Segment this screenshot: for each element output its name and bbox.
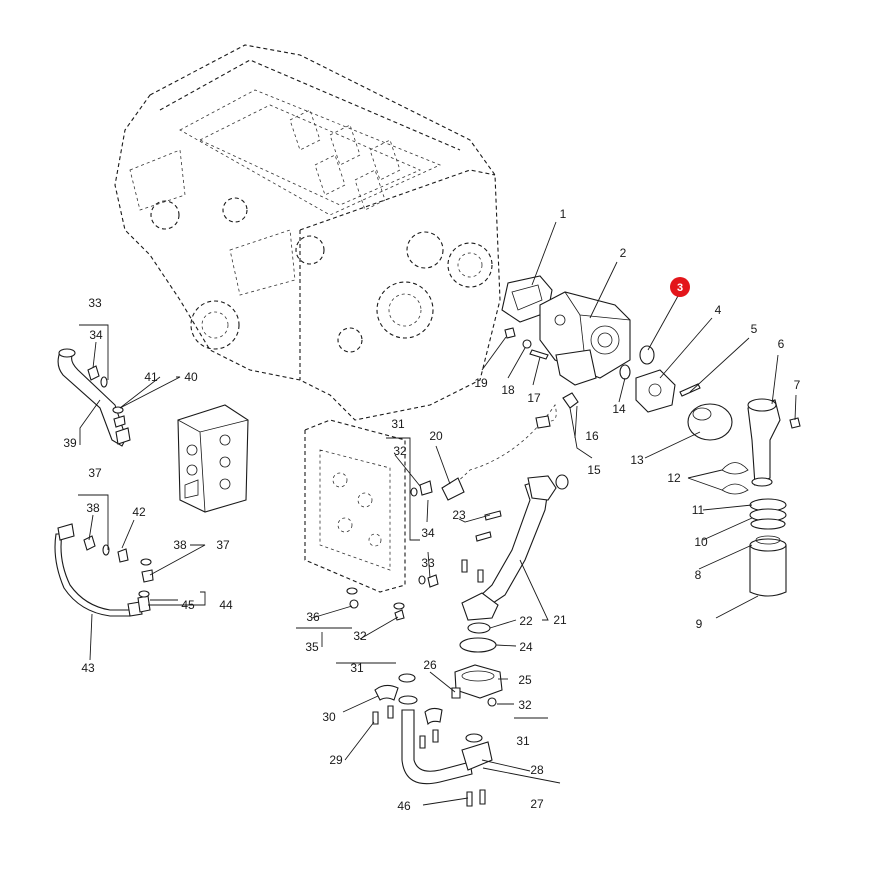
highlight-marker-label: 3	[677, 282, 683, 294]
callout-28[interactable]: 28	[530, 763, 544, 777]
callout-26[interactable]: 26	[423, 658, 437, 672]
callout-43[interactable]: 43	[81, 661, 95, 675]
callout-27[interactable]: 27	[530, 797, 544, 811]
callout-29[interactable]: 29	[329, 753, 343, 767]
callout-35[interactable]: 35	[305, 640, 319, 654]
callout-30[interactable]: 30	[322, 710, 336, 724]
pressure-pipe-21	[461, 474, 569, 621]
highlighted-part-badge[interactable]: 3	[670, 277, 690, 297]
callout-32-top[interactable]: 32	[393, 444, 407, 458]
callout-6[interactable]: 6	[778, 337, 785, 351]
callout-11[interactable]: 11	[692, 503, 705, 517]
callout-46[interactable]: 46	[397, 799, 411, 813]
callout-24[interactable]: 24	[519, 640, 533, 654]
callout-13[interactable]: 13	[630, 453, 644, 467]
leader-lines	[78, 221, 797, 806]
callout-42[interactable]: 42	[132, 505, 146, 519]
callout-44[interactable]: 44	[219, 598, 233, 612]
callout-31-bottom[interactable]: 31	[350, 661, 364, 675]
callout-41[interactable]: 41	[144, 370, 158, 384]
callout-5[interactable]: 5	[751, 322, 758, 336]
clamp-bolts	[372, 705, 486, 807]
callout-34-left[interactable]: 34	[89, 328, 103, 342]
fitting-20	[441, 477, 465, 501]
callout-17[interactable]: 17	[527, 391, 541, 405]
callout-31-top[interactable]: 31	[391, 417, 405, 431]
lower-seals	[459, 622, 497, 653]
seal-rings	[721, 462, 787, 530]
lubrication-pipe-39	[57, 348, 131, 447]
callout-15[interactable]: 15	[587, 463, 601, 477]
hydraulic-pump	[539, 291, 631, 386]
callout-38-left[interactable]: 38	[86, 501, 100, 515]
callout-22[interactable]: 22	[519, 614, 533, 628]
callout-36[interactable]: 36	[306, 610, 320, 624]
callout-37-right[interactable]: 37	[216, 538, 230, 552]
callout-39[interactable]: 39	[63, 436, 77, 450]
transmission-housing	[114, 44, 501, 421]
callout-18[interactable]: 18	[501, 383, 515, 397]
pump-flange	[635, 369, 701, 413]
callout-21[interactable]: 21	[553, 613, 567, 627]
hose-43	[54, 523, 154, 617]
callout-25[interactable]: 25	[518, 673, 532, 687]
callout-31-right[interactable]: 31	[516, 734, 530, 748]
callout-33-centre[interactable]: 33	[421, 556, 435, 570]
valve-cover-plate	[304, 419, 406, 593]
callout-1[interactable]: 1	[560, 207, 567, 221]
callout-labels: 1 2 4 5 6 7 8 9 10 11 12 13 14 15 16 17 …	[63, 207, 800, 813]
pipe-bolts	[461, 510, 502, 583]
filter-bowl	[687, 403, 733, 441]
callout-14[interactable]: 14	[612, 402, 626, 416]
callout-7[interactable]: 7	[794, 378, 801, 392]
callout-10[interactable]: 10	[694, 535, 708, 549]
suction-tube-27	[398, 673, 493, 785]
pump-small-parts	[504, 327, 655, 409]
highlight-marker-circle[interactable]	[670, 277, 690, 297]
callout-23[interactable]: 23	[452, 508, 466, 522]
callout-40[interactable]: 40	[184, 370, 198, 384]
clamp-halves	[374, 684, 443, 726]
plugs-left-cover	[346, 480, 439, 621]
callout-45[interactable]: 45	[181, 598, 195, 612]
callout-4[interactable]: 4	[715, 303, 722, 317]
suction-elbow	[747, 398, 801, 487]
filter-cartridge	[749, 535, 787, 597]
control-valve-block	[177, 404, 249, 513]
callout-2[interactable]: 2	[620, 246, 627, 260]
callout-33-left[interactable]: 33	[88, 296, 102, 310]
callout-37-top[interactable]: 37	[88, 466, 102, 480]
callout-32-bottom[interactable]: 32	[353, 629, 367, 643]
callout-19[interactable]: 19	[474, 376, 488, 390]
callout-16[interactable]: 16	[585, 429, 599, 443]
callout-38-right[interactable]: 38	[173, 538, 187, 552]
callout-9[interactable]: 9	[696, 617, 703, 631]
callout-32-right[interactable]: 32	[518, 698, 532, 712]
callout-12[interactable]: 12	[667, 471, 681, 485]
callout-8[interactable]: 8	[695, 568, 702, 582]
callout-34-centre[interactable]: 34	[421, 526, 435, 540]
callout-20[interactable]: 20	[429, 429, 443, 443]
filter-head-25	[451, 664, 503, 707]
